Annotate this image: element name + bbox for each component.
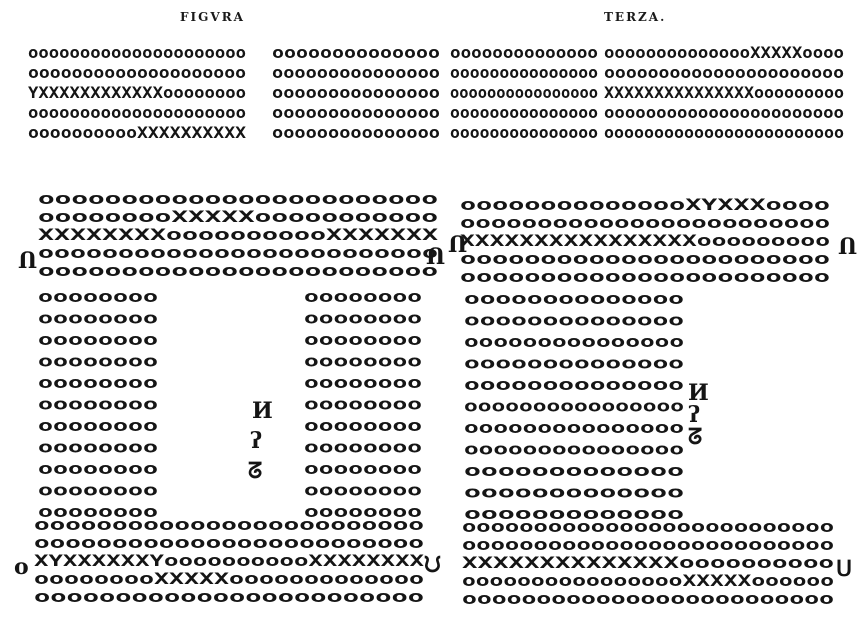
top-block-a-row: ooooooooooooooooooooo [28, 103, 246, 122]
right-figure-left-column-row: oooooooooooooo [464, 311, 684, 330]
top-block-b-row: ooooooooooooooo [272, 83, 440, 102]
left-figure-bottom-row: XYXXXXXXYooooooooooXXXXXXXX [34, 551, 425, 570]
left-figure-right-column-row: oooooooo [304, 330, 422, 349]
right-figure-left-column-row: ooooooooooooooo [464, 418, 684, 437]
left-figure-top-row: oooooooooooooooooooooooo [38, 189, 438, 208]
left-figure-left-column-row: oooooooo [38, 481, 158, 500]
top-block-b-row: ooooooooooooooo [272, 63, 440, 82]
top-block-d: ooooooooooooooXXXXXooooooooooooooooooooo… [604, 43, 844, 142]
left-figure-center-mark-1: И [252, 398, 273, 424]
top-block-a: oooooooooooooooooooooooooooooooooooooooo… [28, 43, 246, 142]
top-block-a-row: ooooooooooXXXXXXXXXX [28, 123, 246, 142]
top-block-d-row: XXXXXXXXXXXXXXXooooooooo [604, 83, 844, 102]
left-figure-right-column-row: oooooooo [304, 352, 422, 371]
top-block-a-row: YXXXXXXXXXXXXoooooooo [28, 83, 246, 102]
right-figure-bottom-row: ooooooooooooooooXXXXXoooooo [462, 571, 834, 590]
top-block-d-row: ooooooooooooooXXXXXoooo [604, 43, 844, 62]
left-figure-right-column-row: oooooooo [304, 373, 422, 392]
right-figure-left-column-row: oooooooooooooo [464, 354, 684, 373]
right-figure-left-column-row: oooooooooooooooo [464, 397, 684, 416]
left-figure-left-column-row: oooooooo [38, 330, 158, 349]
right-figure-bottom-row: ooooooooooooooooooooooooo [462, 589, 834, 608]
top-block-d-row: ooooooooooooooooooooooo [604, 103, 844, 122]
left-figure-left-column-row: oooooooo [38, 287, 158, 306]
left-figure-mark-top-left: Ո [18, 248, 37, 274]
right-figure-bottom-row: oooooooooooooooooooooooooo [462, 535, 834, 554]
left-figure-bottom-row: ooooooooooooooooooooooooo [34, 515, 424, 534]
left-figure-bottom-row: ooooooooooooooooooooooooo [34, 533, 424, 552]
right-figure-left-column: oooooooooooooooooooooooooooooooooooooooo… [464, 289, 684, 523]
left-figure-left-column: oooooooo oooooooo oooooooo oooooooo oooooooo… [38, 287, 158, 521]
top-block-c: oooooooooooooooooooooooooooooooooooooooo… [450, 43, 598, 142]
left-figure-top: ooooooooooooooooooooooooooooooooXXXXXooo… [38, 189, 439, 280]
top-block-c-row: ooooooooooooooo [450, 123, 598, 142]
top-block-c-row: oooooooooooooooo [450, 83, 598, 102]
left-figure-center-mark-3: ᘔ [248, 458, 262, 484]
left-figure-right-column-row: oooooooo [304, 395, 422, 414]
right-figure-left-column-row: ooooooooooooooo [464, 332, 684, 351]
top-block-c-row: ooooooooooooooo [450, 103, 598, 122]
right-figure-top-row: ooooooooooooooXYXXXoooo [460, 195, 830, 214]
right-figure-mark-bottom-right: ᑌ [836, 556, 852, 582]
left-figure-center-mark-2: ʔ [250, 428, 262, 454]
left-figure-bottom: oooooooooooooooooooooooooooooooooooooooo… [34, 515, 425, 606]
left-figure-right-column: oooooooo oooooooo oooooooo oooooooo oooooooo… [304, 287, 422, 521]
left-figure-left-column-row: oooooooo [38, 416, 158, 435]
right-figure-bottom: oooooooooooooooooooooooooooooooooooooooo… [462, 517, 834, 608]
right-figure-top-row: XXXXXXXXXXXXXXXXooooooooo [460, 231, 830, 250]
right-figure-left-column-row: oooooooooooooo [464, 375, 684, 394]
top-block-a-row: oooooooooooooooooooo [28, 63, 246, 82]
left-figure-right-column-row: oooooooo [304, 416, 422, 435]
right-figure-top-row: ooooooooooooooooooooooo [460, 249, 830, 268]
right-figure-top: ooooooooooooooXYXXXooooooooooooooooooooo… [460, 195, 830, 286]
top-block-d-row: oooooooooooooooooooooo [604, 63, 844, 82]
right-figure-left-column-row: ooooooooooooo [464, 483, 684, 502]
left-figure-right-column-row: oooooooo [304, 459, 422, 478]
top-block-c-row: ooooooooooooooo [450, 63, 598, 82]
right-figure-top-row: oooooooooooooooooooooooo [460, 213, 830, 232]
right-figure-left-column-row: ooooooooooooooo [464, 440, 684, 459]
left-figure-mark-bottom-right: ᙀ [424, 552, 441, 578]
left-figure-left-column-row: oooooooo [38, 309, 158, 328]
top-block-d-row: oooooooooooooooooooooooo [604, 123, 844, 142]
left-figure-mark-bottom-left: ο [14, 554, 29, 580]
right-figure-left-column-row: ooooooooooooo [464, 461, 684, 480]
left-figure-mark-top-right: Ո [426, 244, 445, 270]
left-figure-right-column-row: oooooooo [304, 309, 422, 328]
top-block-a-row: ooooooooooooooooooooo [28, 43, 246, 62]
top-block-b-row: ooooooooooooooo [272, 103, 440, 122]
left-figure-left-column-row: oooooooo [38, 395, 158, 414]
right-figure-mark-top-right: Ո [838, 234, 857, 260]
left-figure-left-column-row: oooooooo [38, 459, 158, 478]
left-figure-top-row: XXXXXXXXooooooooooXXXXXXX [38, 225, 439, 244]
left-figure-right-column-row: oooooooo [304, 481, 422, 500]
left-figure-bottom-row: ooooooooXXXXXooooooooooooo [34, 569, 424, 588]
left-figure-bottom-row: oooooooooooooooooooooooo [34, 587, 424, 606]
right-figure-left-column-row: oooooooooooooo [464, 289, 684, 308]
left-figure-left-column-row: oooooooo [38, 438, 158, 457]
left-figure-right-column-row: oooooooo [304, 287, 422, 306]
right-figure-mark-mid-3: ᘔ [688, 424, 702, 450]
top-block-b-row: ooooooooooooooo [272, 123, 440, 142]
left-figure-right-column-row: oooooooo [304, 438, 422, 457]
right-figure-bottom-row: XXXXXXXXXXXXXXoooooooooo [462, 553, 834, 572]
right-figure-bottom-row: oooooooooooooooooooooooooo [462, 517, 834, 536]
left-figure-top-row: ooooooooooooooooooooooooo [38, 243, 438, 262]
left-figure-left-column-row: oooooooo [38, 352, 158, 371]
top-block-b: oooooooooooooooooooooooooooooooooooooooo… [272, 43, 440, 142]
left-figure-top-row: ooooooooXXXXXooooooooooo [38, 207, 438, 226]
top-block-b-row: oooooooooooooo [272, 43, 440, 62]
top-block-c-row: oooooooooooooo [450, 43, 598, 62]
right-figure-mark-top-left: Ո [448, 232, 467, 258]
left-figure-left-column-row: oooooooo [38, 373, 158, 392]
right-figure-top-row: ooooooooooooooooooooooo [460, 267, 830, 286]
left-figure-top-row: oooooooooooooooooooooooo [38, 261, 438, 280]
